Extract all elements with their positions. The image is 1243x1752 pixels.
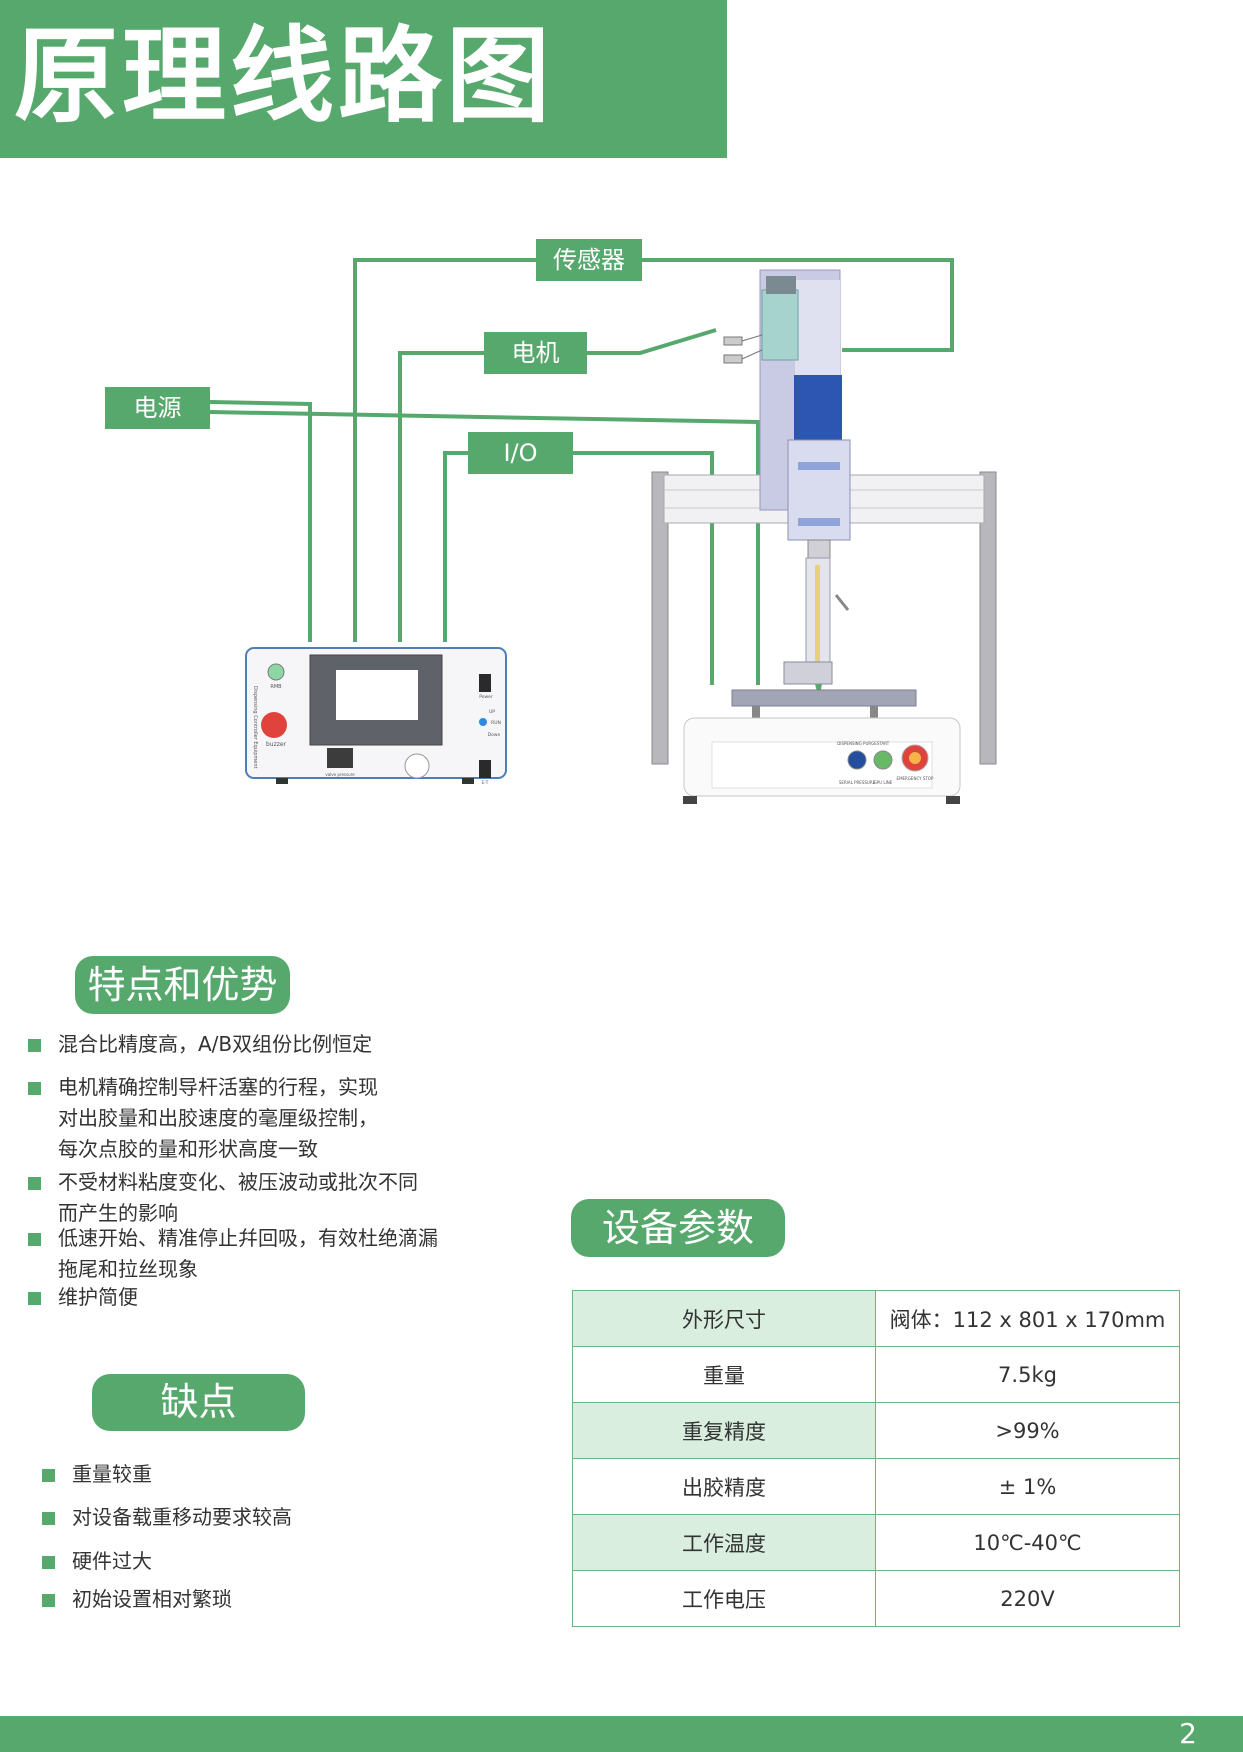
param-name: 外形尺寸: [572, 1290, 876, 1347]
list-item-text: 对出胶量和出胶速度的毫厘级控制，: [58, 1106, 378, 1130]
drawbacks-heading: 缺点: [92, 1374, 305, 1431]
param-value: 220V: [875, 1570, 1180, 1627]
param-name: 工作电压: [572, 1570, 876, 1627]
params-title: 设备参数: [601, 1206, 754, 1250]
sensor-line-right: [642, 258, 954, 352]
gpu-line-label: GPU LINE: [874, 780, 893, 785]
dispensing-robot-illustration: [651, 269, 997, 804]
start-button-label: START: [877, 741, 890, 746]
power-label: 电源: [105, 387, 210, 429]
list-item-text: 每次点胶的量和形状高度一致: [58, 1137, 318, 1161]
list-item-text: 拖尾和拉丝现象: [58, 1257, 198, 1281]
switch-label: E-T: [482, 780, 489, 786]
bullet-square-icon: [28, 1177, 41, 1190]
list-item-text: 低速开始、精准停止幷回吸，有效杜绝滴漏: [58, 1226, 438, 1250]
motor-line-right: [587, 328, 717, 355]
valve-pressure-label: valve pressure: [325, 772, 355, 777]
drawbacks-title: 缺点: [160, 1380, 237, 1424]
params-table: 外形尺寸 阀体：112 x 801 x 170mm 重量 7.5kg 重复精度 …: [572, 1290, 1180, 1627]
bullet-square-icon: [42, 1556, 55, 1569]
param-value: 10℃-40℃: [875, 1514, 1180, 1571]
table-row: 重复精度 >99%: [572, 1402, 1180, 1459]
bullet-square-icon: [42, 1469, 55, 1482]
table-row: 出胶精度 ± 1%: [572, 1458, 1180, 1515]
motor-line: [398, 351, 484, 642]
param-value: >99%: [875, 1402, 1180, 1459]
controller-side-label: Dispensing Controller Equipment: [252, 686, 258, 769]
wiring-diagram: RMB buzzer Power UP RUN Down valve press…: [0, 190, 1243, 830]
purge-button-label: DISPENSING PURGE: [837, 741, 877, 746]
table-row: 工作温度 10℃-40℃: [572, 1514, 1180, 1571]
list-item-text: 初始设置相对繁琐: [72, 1587, 232, 1611]
page-number: 2: [1179, 1717, 1197, 1750]
params-heading: 设备参数: [571, 1199, 785, 1257]
param-name: 工作温度: [572, 1514, 876, 1571]
footer-bar: 2: [0, 1716, 1243, 1752]
table-row: 重量 7.5kg: [572, 1346, 1180, 1403]
list-item-text: 硬件过大: [72, 1549, 152, 1573]
list-item-text: 对设备载重移动要求较高: [72, 1505, 292, 1529]
emergency-stop-label: EMERGENCY STOP: [897, 776, 934, 781]
param-name: 重量: [572, 1346, 876, 1403]
sensor-label: 传感器: [536, 239, 642, 281]
power-switch-label: Power: [479, 694, 493, 700]
param-value: ± 1%: [875, 1458, 1180, 1515]
io-line-right: [573, 451, 714, 685]
bullet-square-icon: [42, 1594, 55, 1607]
bullet-square-icon: [28, 1039, 41, 1052]
power-line-a: [209, 400, 312, 642]
list-item-text: 混合比精度高，A/B双组份比例恒定: [58, 1032, 373, 1056]
features-list: 混合比精度高，A/B双组份比例恒定 电机精确控制导杆活塞的行程，实现 对出胶量和…: [28, 1029, 508, 1319]
param-value: 阀体：112 x 801 x 170mm: [875, 1290, 1180, 1347]
list-item-text: 不受材料粘度变化、被压波动或批次不同: [58, 1170, 418, 1194]
power-line-b: [209, 410, 760, 685]
list-item-text: 电机精确控制导杆活塞的行程，实现: [58, 1075, 378, 1099]
run-label: RUN: [491, 720, 501, 726]
title-banner: 原理线路图: [0, 0, 727, 158]
io-label: I/O: [468, 432, 573, 474]
bullet-square-icon: [28, 1082, 41, 1095]
io-line: [443, 451, 468, 642]
wiring-lines: RMB buzzer Power UP RUN Down valve press…: [209, 258, 997, 804]
motor-label: 电机: [484, 332, 587, 374]
sensor-line: [353, 258, 536, 642]
list-item-text: 重量较重: [72, 1462, 152, 1486]
drawbacks-list: 重量较重 对设备载重移动要求较高 硬件过大 初始设置相对繁琐: [42, 1459, 442, 1611]
list-item-text: 维护简便: [58, 1285, 138, 1309]
down-label: Down: [488, 732, 501, 738]
features-title: 特点和优势: [87, 963, 278, 1007]
serial-port-label: SERIAL PRESSURE: [839, 780, 876, 785]
param-name: 重复精度: [572, 1402, 876, 1459]
page-title: 原理线路图: [14, 15, 555, 137]
table-row: 外形尺寸 阀体：112 x 801 x 170mm: [572, 1290, 1180, 1347]
bullet-square-icon: [28, 1233, 41, 1246]
table-row: 工作电压 220V: [572, 1570, 1180, 1627]
up-label: UP: [489, 709, 495, 715]
bullet-square-icon: [42, 1512, 55, 1525]
param-name: 出胶精度: [572, 1458, 876, 1515]
bullet-square-icon: [28, 1292, 41, 1305]
connection-lines: [209, 258, 954, 685]
param-value: 7.5kg: [875, 1346, 1180, 1403]
features-heading: 特点和优势: [75, 956, 290, 1014]
buzzer-label: buzzer: [266, 741, 287, 748]
indicator-label: RMB: [270, 684, 282, 690]
controller-illustration: [245, 647, 507, 784]
list-item-text: 而产生的影响: [58, 1201, 178, 1225]
